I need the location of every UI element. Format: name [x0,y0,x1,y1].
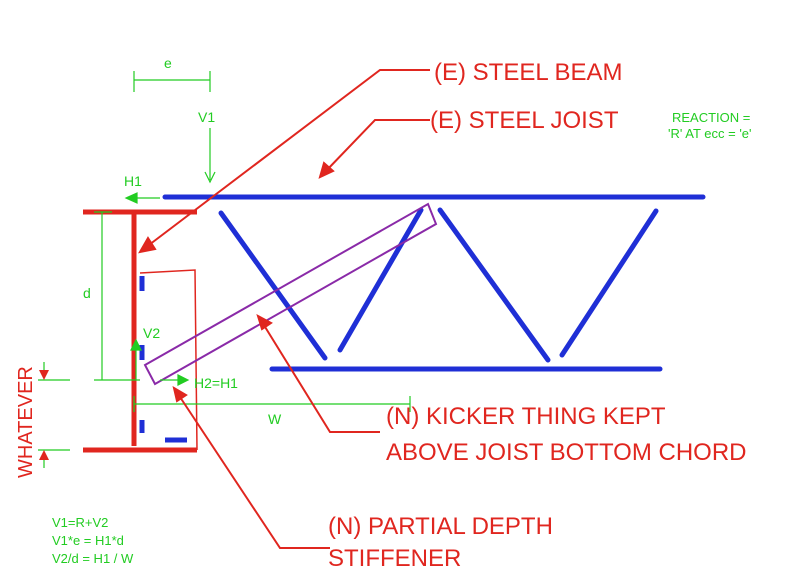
joist-web-member [437,207,551,363]
joist-web-member [337,207,424,353]
stiffener-leader [177,393,330,549]
equation-3: V2/d = H1 / W [52,551,134,566]
joist-web-member [559,208,659,358]
kicker-leader-arrowhead [256,313,273,331]
callout-leaders [138,69,430,549]
whatever-arrowheads [39,370,49,460]
v1-label: V1 [198,109,215,125]
equation-2: V1*e = H1*d [52,533,124,548]
h2-label: H2=H1 [194,375,238,391]
steel-joist-leader-arrowhead [318,161,335,179]
steel-beam [83,209,197,453]
v2-label: V2 [143,325,160,341]
equation-1: V1=R+V2 [52,515,108,530]
steel-beam-label: (E) STEEL BEAM [434,59,622,86]
kicker-member [143,202,438,386]
h1-arrowhead [124,192,138,204]
h2-arrowhead [177,374,190,386]
steel-joist-label: (E) STEEL JOIST [430,107,619,134]
steel-joist [162,194,706,372]
whatever-label: WHATEVER [15,366,37,478]
dimension-annotations [38,71,411,468]
kicker-label-line2: ABOVE JOIST BOTTOM CHORD [386,439,747,466]
stiffener-leader-arrowhead [172,385,188,403]
whatever-arrowhead-bottom [39,450,49,460]
v1-arrowhead [204,171,216,184]
partial-depth-stiffener [139,269,198,451]
steel-joist-leader [324,119,430,173]
stiffener-label-line2: STIFFENER [328,545,461,572]
kicker-label-line1: (N) KICKER THING KEPT [386,403,666,430]
joist-web-member [218,210,328,361]
steel-beam-leader-arrowhead [138,236,157,254]
reaction-note-line2: 'R' AT ecc = 'e' [668,126,752,141]
kicker-leader [261,321,380,433]
reaction-note-line1: REACTION = [672,110,750,125]
d-dim-label: d [83,285,91,301]
w-dim-label: W [268,411,282,427]
e-dim-label: e [164,55,172,71]
v2-arrowhead [130,338,142,351]
stiffener-weld-marks [139,276,187,443]
stiffener-label-line1: (N) PARTIAL DEPTH [328,513,553,540]
whatever-arrowhead-top [39,370,49,380]
h1-label: H1 [124,173,142,189]
steel-beam-leader [144,69,430,249]
